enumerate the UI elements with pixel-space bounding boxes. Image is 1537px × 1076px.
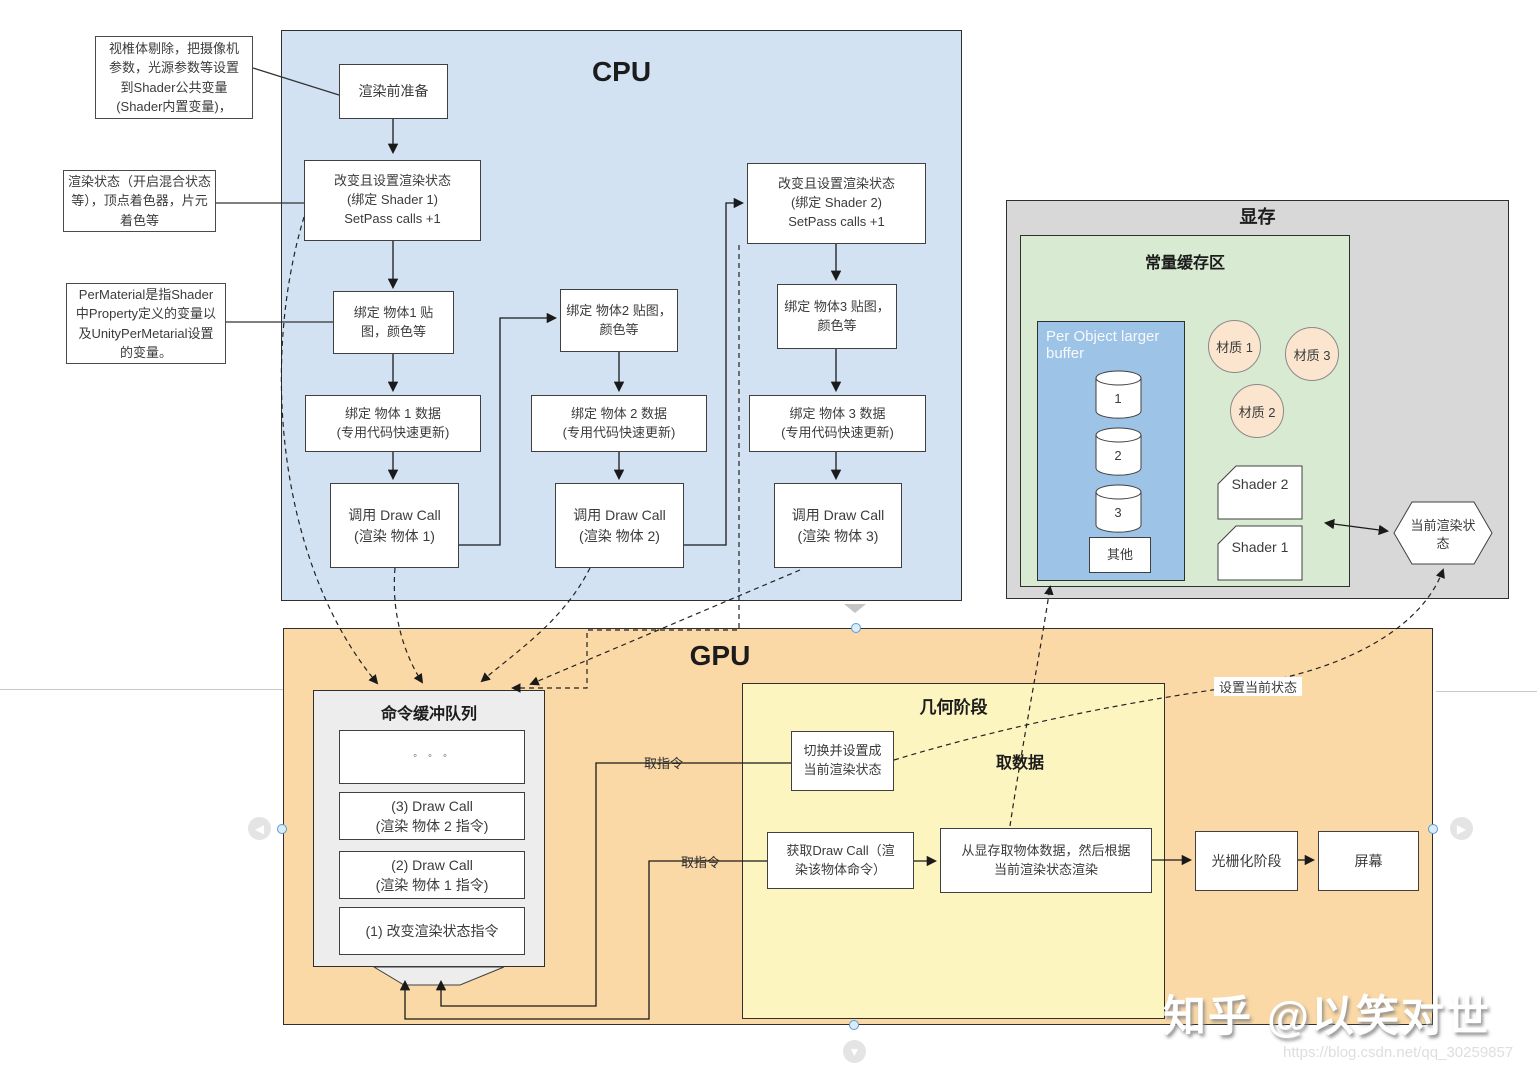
- resize-handle-top[interactable]: [851, 623, 861, 633]
- fetch-instruction-label-2: 取指令: [681, 855, 721, 870]
- queue-item-3: (3) Draw Call (渲染 物体 2 指令): [339, 792, 525, 840]
- box-bind-object1-texture: 绑定 物体1 贴 图，颜色等: [333, 291, 454, 354]
- material-1-circle: 材质 1: [1208, 320, 1261, 373]
- fetch-instruction-label-1: 取指令: [644, 756, 684, 771]
- shader1-card-label: Shader 1: [1231, 539, 1289, 555]
- resize-handle-bottom[interactable]: [849, 1020, 859, 1030]
- material-2-circle: 材质 2: [1230, 384, 1284, 438]
- box-bind-object3-texture: 绑定 物体3 贴图， 颜色等: [777, 284, 897, 349]
- box-fetch-from-vram: 从显存取物体数据，然后根据 当前渲染状态渲染: [940, 828, 1152, 893]
- resize-handle-left[interactable]: [277, 824, 287, 834]
- note-per-material: PerMaterial是指Shader 中Property定义的变量以 及Uni…: [66, 283, 226, 364]
- box-set-state-shader1: 改变且设置渲染状态 (绑定 Shader 1) SetPass calls +1: [304, 160, 481, 241]
- queue-item-1: (1) 改变渲染状态指令: [339, 907, 525, 955]
- nav-prev-icon[interactable]: ◀: [248, 817, 271, 840]
- page-boundary-line-left: [0, 689, 283, 690]
- box-rasterization-stage: 光栅化阶段: [1195, 831, 1298, 891]
- box-bind-object2-texture: 绑定 物体2 贴图， 颜色等: [560, 289, 678, 352]
- box-draw-call-1: 调用 Draw Call (渲染 物体 1): [330, 483, 459, 568]
- per-object-buffer-label: Per Object larger buffer: [1046, 328, 1160, 362]
- box-set-state-shader2: 改变且设置渲染状态 (绑定 Shader 2) SetPass calls +1: [747, 163, 926, 244]
- fetch-data-label: 取数据: [996, 755, 1045, 772]
- geometry-stage-title: 几何阶段: [919, 698, 988, 717]
- page-boundary-line-right: [1436, 691, 1537, 692]
- note-render-state: 渲染状态（开启混合状态 等），顶点着色器，片元 着色等: [63, 170, 216, 232]
- watermark-url: https://blog.csdn.net/qq_30259857: [1283, 1044, 1514, 1061]
- command-buffer-queue-title: 命令缓冲队列: [380, 706, 477, 723]
- queue-item-ellipsis: ◦ ◦ ◦: [339, 730, 525, 784]
- box-get-draw-call: 获取Draw Call（渲 染该物体命令）: [767, 832, 914, 889]
- set-current-state-label: 设置当前状态: [1214, 677, 1302, 696]
- box-bind-object2-data: 绑定 物体 2 数据 (专用代码快速更新): [531, 395, 707, 452]
- box-screen: 屏幕: [1318, 831, 1419, 891]
- collapse-chevron-icon[interactable]: [843, 603, 869, 615]
- current-render-state-label: 当前渲染状 态: [1410, 518, 1476, 552]
- queue-item-2: (2) Draw Call (渲染 物体 1 指令): [339, 851, 525, 899]
- shader2-card-label: Shader 2: [1231, 476, 1289, 492]
- gpu-title: GPU: [689, 640, 751, 671]
- box-draw-call-3: 调用 Draw Call (渲染 物体 3): [774, 483, 902, 568]
- box-other: 其他: [1089, 537, 1151, 573]
- box-switch-current-state: 切换并设置成 当前渲染状态: [791, 731, 894, 791]
- cpu-title: CPU: [591, 56, 652, 87]
- box-bind-object1-data: 绑定 物体 1 数据 (专用代码快速更新): [305, 395, 481, 452]
- vram-title: 显存: [1239, 207, 1276, 227]
- box-draw-call-2: 调用 Draw Call (渲染 物体 2): [555, 483, 684, 568]
- material-3-circle: 材质 3: [1285, 327, 1339, 381]
- note-frustum-culling: 视椎体剔除，把摄像机 参数，光源参数等设置 到Shader公共变量 (Shade…: [95, 36, 253, 119]
- box-prepare-render: 渲染前准备: [339, 64, 448, 119]
- constant-buffer-title: 常量缓存区: [1144, 255, 1225, 272]
- watermark-text: 知乎 @以笑对世: [1163, 993, 1491, 1041]
- nav-next-icon[interactable]: ▶: [1450, 817, 1473, 840]
- nav-down-icon[interactable]: ▼: [843, 1040, 866, 1063]
- box-bind-object3-data: 绑定 物体 3 数据 (专用代码快速更新): [749, 395, 926, 452]
- resize-handle-right[interactable]: [1428, 824, 1438, 834]
